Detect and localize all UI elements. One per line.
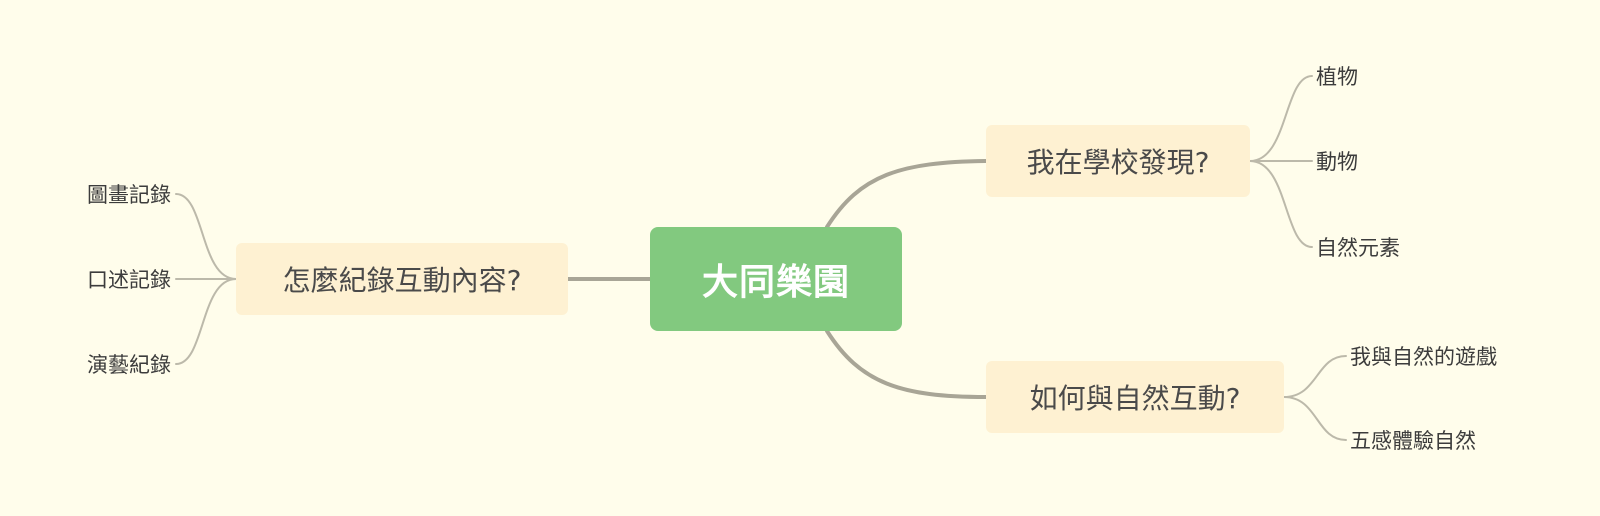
link-record-to-drawing bbox=[175, 193, 237, 280]
link-find-to-plants bbox=[1249, 75, 1313, 162]
topic-record-interaction[interactable]: 怎麼紀錄互動內容? bbox=[236, 243, 568, 315]
topic-label: 怎麼紀錄互動內容? bbox=[282, 264, 522, 297]
subtopic-oral-record[interactable]: 口述記錄 bbox=[87, 264, 171, 294]
link-interact-to-senses bbox=[1283, 396, 1347, 441]
link-central-to-interact bbox=[825, 329, 988, 399]
subtopic-label: 我與自然的遊戲 bbox=[1350, 345, 1497, 369]
subtopic-drawing-record[interactable]: 圖畫記錄 bbox=[87, 179, 171, 209]
central-topic-label: 大同樂園 bbox=[701, 262, 850, 303]
topic-interact-with-nature[interactable]: 如何與自然互動? bbox=[986, 361, 1284, 433]
subtopic-natural-elements[interactable]: 自然元素 bbox=[1316, 232, 1400, 262]
subtopic-animals[interactable]: 動物 bbox=[1316, 146, 1358, 176]
subtopic-label: 圖畫記錄 bbox=[87, 183, 171, 207]
subtopic-plants[interactable]: 植物 bbox=[1316, 61, 1358, 91]
subtopic-label: 植物 bbox=[1316, 65, 1358, 89]
link-interact-to-game bbox=[1283, 355, 1347, 398]
central-topic[interactable]: 大同樂園 bbox=[650, 227, 902, 331]
topic-label: 如何與自然互動? bbox=[1029, 382, 1241, 415]
topic-label: 我在學校發現? bbox=[1026, 146, 1210, 179]
subtopic-nature-games[interactable]: 我與自然的遊戲 bbox=[1350, 341, 1497, 371]
subtopic-label: 口述記錄 bbox=[87, 268, 171, 292]
subtopic-label: 五感體驗自然 bbox=[1350, 429, 1476, 453]
subtopic-label: 自然元素 bbox=[1316, 236, 1400, 260]
topic-discover-at-school[interactable]: 我在學校發現? bbox=[986, 125, 1250, 197]
subtopic-five-senses[interactable]: 五感體驗自然 bbox=[1350, 425, 1476, 455]
link-record-to-perform bbox=[175, 278, 237, 365]
subtopic-label: 演藝紀錄 bbox=[87, 353, 171, 377]
subtopic-performance-record[interactable]: 演藝紀錄 bbox=[87, 349, 171, 379]
subtopic-label: 動物 bbox=[1316, 150, 1358, 174]
link-find-to-elements bbox=[1249, 160, 1313, 248]
link-central-to-find bbox=[825, 159, 988, 229]
